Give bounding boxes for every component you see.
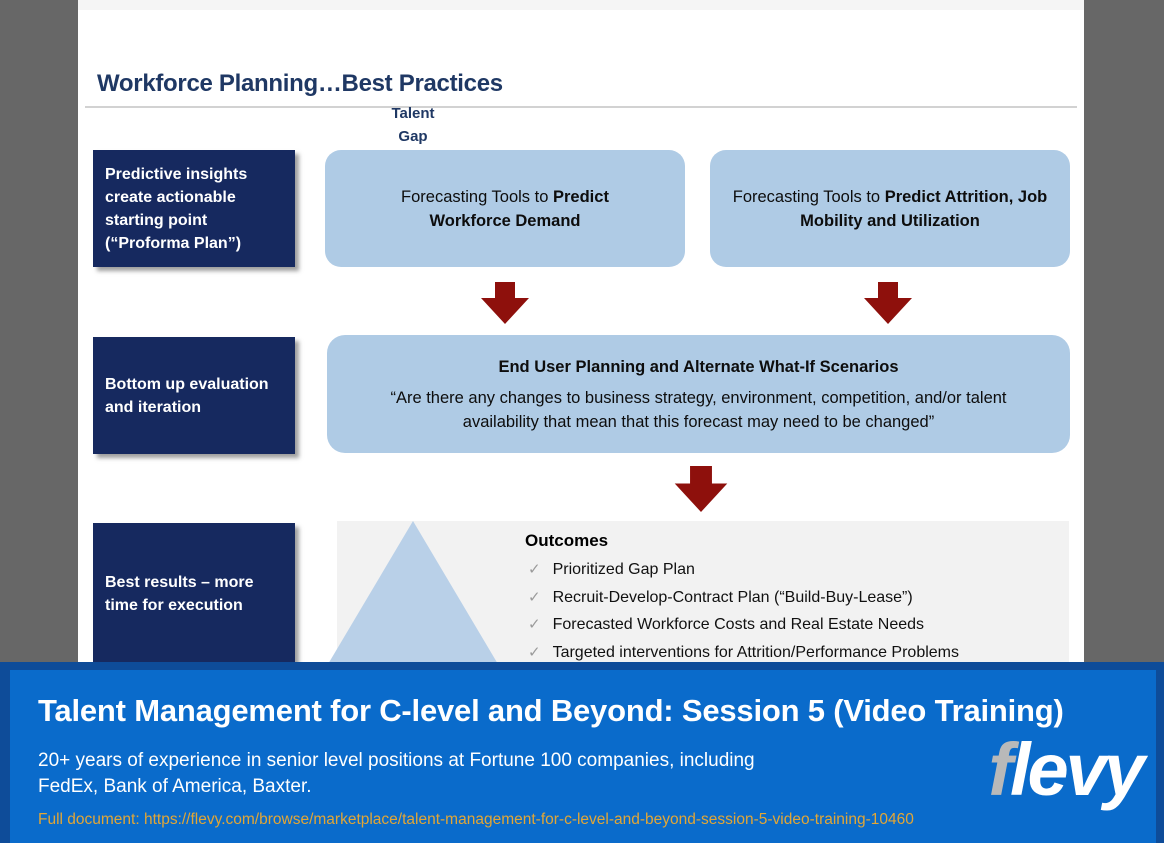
end-user-planning-quote: “Are there any changes to business strat… <box>390 388 1007 431</box>
flevy-logo-f: f <box>988 728 1013 811</box>
forecast-text-bold: Predict Workforce Demand <box>429 187 609 230</box>
slide: Workforce Planning…Best Practices Predic… <box>78 10 1084 681</box>
banner-title: Talent Management for C-level and Beyond… <box>38 693 1064 728</box>
end-user-planning-heading: End User Planning and Alternate What-If … <box>498 357 899 376</box>
outcome-text: Prioritized Gap Plan <box>552 561 695 578</box>
outcomes-list: Outcomes ✓ Prioritized Gap Plan ✓ Recrui… <box>525 531 1065 670</box>
checkmark-icon: ✓ <box>528 616 541 633</box>
title-divider <box>85 106 1077 108</box>
forecast-text-normal: Forecasting Tools to <box>732 187 885 206</box>
outcomes-heading: Outcomes <box>525 531 609 550</box>
end-user-planning-box: End User Planning and Alternate What-If … <box>327 335 1070 453</box>
slide-title: Workforce Planning…Best Practices <box>97 70 503 97</box>
outcome-text: Forecasted Workforce Costs and Real Esta… <box>552 616 925 633</box>
left-label-bottom-up: Bottom up evaluation and iteration <box>93 337 295 454</box>
forecast-attrition-box: Forecasting Tools to Predict Attrition, … <box>710 150 1070 267</box>
left-label-text: Bottom up evaluation and iteration <box>105 375 269 416</box>
checkmark-icon: ✓ <box>528 561 541 578</box>
left-label-text: Best results – more time for execution <box>105 574 254 614</box>
checkmark-icon: ✓ <box>528 643 541 661</box>
checkmark-icon: ✓ <box>528 588 541 606</box>
left-label-predictive-insights: Predictive insights create actionable st… <box>93 150 295 267</box>
forecast-demand-text: Forecasting Tools to Predict Workforce D… <box>365 185 645 233</box>
forecast-demand-box: Forecasting Tools to Predict Workforce D… <box>325 150 685 267</box>
marketing-banner: Talent Management for C-level and Beyond… <box>0 662 1164 843</box>
down-arrow-icon <box>481 282 529 324</box>
forecast-text-bold: Predict Attrition, Job Mobility and Util… <box>800 187 1048 230</box>
list-item: ✓ Forecasted Workforce Costs and Real Es… <box>525 615 1065 643</box>
flevy-logo-levy: levy <box>1009 728 1145 811</box>
list-item: ✓ Targeted interventions for Attrition/P… <box>525 643 1065 671</box>
flevy-logo: flevy <box>988 728 1145 811</box>
marketing-banner-inner: Talent Management for C-level and Beyond… <box>10 670 1156 843</box>
left-label-best-results: Best results – more time for execution <box>93 523 295 665</box>
down-arrow-icon <box>674 466 728 512</box>
left-label-text: Predictive insights create actionable st… <box>105 165 248 252</box>
full-document-link[interactable]: Full document: https://flevy.com/browse/… <box>38 811 914 828</box>
outcome-text: Recruit-Develop-Contract Plan (“Build-Bu… <box>552 588 913 606</box>
list-item: ✓ Recruit-Develop-Contract Plan (“Build-… <box>525 588 1065 616</box>
talent-gap-label: Talent Gap <box>391 105 435 145</box>
down-arrow-icon <box>864 282 912 324</box>
forecast-text-normal: Forecasting Tools to <box>401 187 553 206</box>
forecast-attrition-text: Forecasting Tools to Predict Attrition, … <box>730 185 1050 233</box>
slide-top-margin <box>78 0 1084 10</box>
outcome-text: Targeted interventions for Attrition/Per… <box>552 643 959 661</box>
list-item: ✓ Prioritized Gap Plan <box>525 560 1065 588</box>
banner-subtitle: 20+ years of experience in senior level … <box>38 750 755 797</box>
